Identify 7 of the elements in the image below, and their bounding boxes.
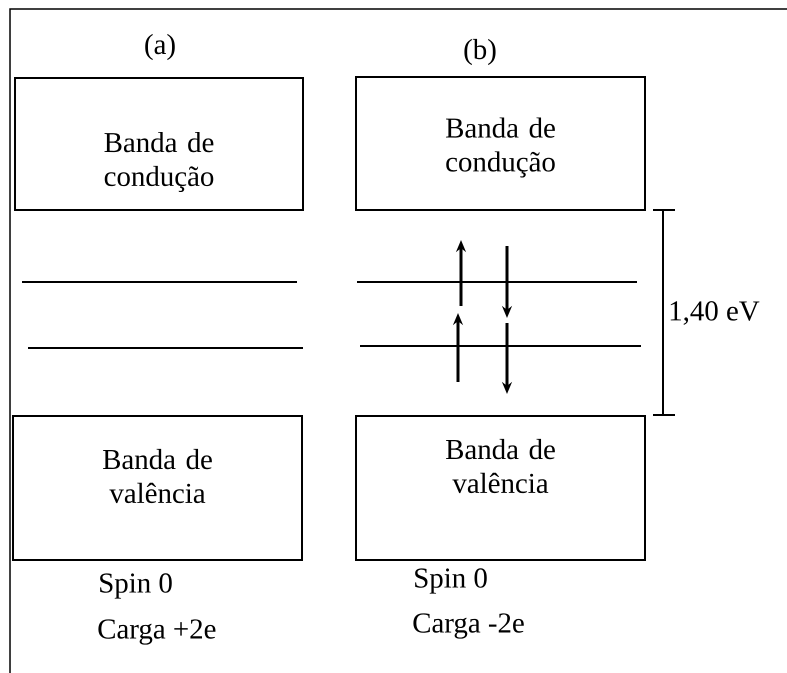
band-box: Banda de valência bbox=[12, 415, 303, 561]
charge-label: Carga +2e bbox=[98, 619, 216, 645]
charge-label: Carga -2e bbox=[413, 613, 524, 639]
band-box: Banda de condução bbox=[14, 77, 304, 211]
band-box: Banda de valência bbox=[355, 415, 646, 561]
energy-gap-label: 1,40 eV bbox=[670, 301, 760, 325]
band-box: Banda de condução bbox=[355, 76, 646, 211]
